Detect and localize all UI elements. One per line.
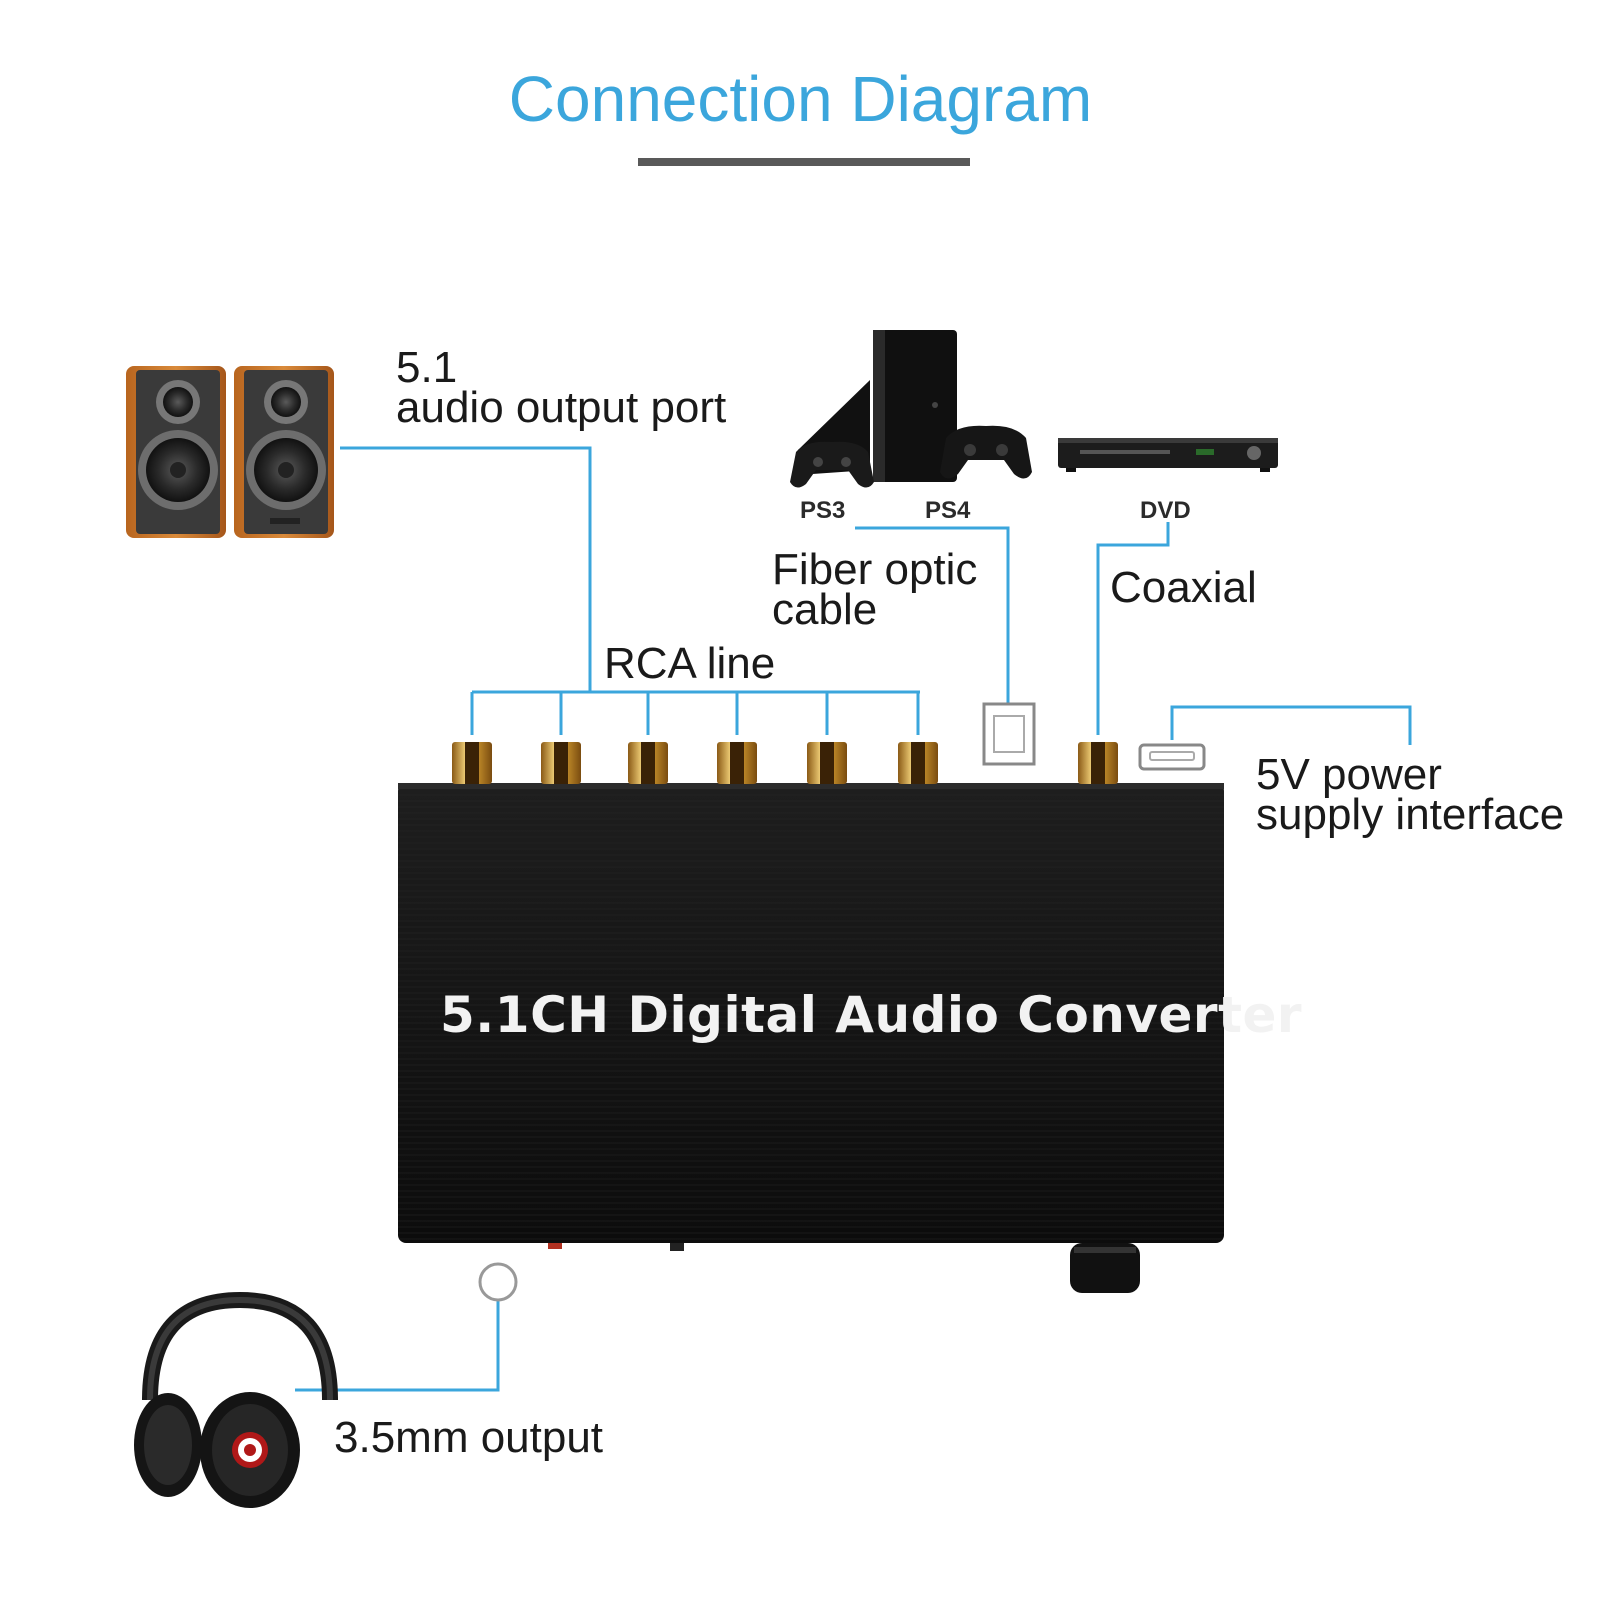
fiber-optic-label-line2: cable <box>772 585 878 634</box>
dvd-player-icon <box>1058 438 1278 472</box>
speaker-connection-line <box>340 446 592 692</box>
game-console-icon <box>790 330 1032 488</box>
headphone-connection-line <box>295 1298 500 1392</box>
ps3-label: PS3 <box>800 497 845 524</box>
coaxial-connection-line <box>1096 522 1170 735</box>
coaxial-connector <box>1078 742 1118 784</box>
connection-lines <box>295 446 1412 1392</box>
power-led <box>548 1243 562 1249</box>
fiber-connection-line <box>855 526 1010 722</box>
rca-connector-3 <box>628 742 668 784</box>
title-underline <box>638 158 970 166</box>
rca-line-label: RCA line <box>604 639 776 688</box>
power-port <box>1138 743 1206 771</box>
fiber-optic-label: Fiber optic cable <box>772 545 978 634</box>
ps4-label: PS4 <box>925 497 971 524</box>
audio-output-label-line2: audio output port <box>396 383 727 432</box>
device-name-label: 5.1CH Digital Audio Converter <box>440 986 1303 1044</box>
volume-knob <box>1070 1243 1140 1293</box>
power-connection-line <box>1170 705 1412 745</box>
converter-device-body <box>398 783 1224 1251</box>
speakers-icon <box>126 366 334 538</box>
optical-port <box>982 702 1036 766</box>
rca-connector-1 <box>452 742 492 784</box>
power-supply-label: 5V power supply interface <box>1256 750 1565 839</box>
coaxial-label: Coaxial <box>1110 563 1257 612</box>
rca-connector-5 <box>807 742 847 784</box>
audio-output-label-line1: 5.1 <box>396 343 458 392</box>
headphones-icon <box>134 1291 338 1508</box>
mode-switch <box>670 1243 684 1251</box>
headphone-jack <box>478 1262 518 1302</box>
dvd-label: DVD <box>1140 497 1191 524</box>
power-supply-label-line1: 5V power <box>1256 750 1442 799</box>
rca-connector-2 <box>541 742 581 784</box>
rca-connectors <box>452 742 1118 784</box>
fiber-optic-label-line1: Fiber optic <box>772 545 978 594</box>
power-supply-label-line2: supply interface <box>1256 790 1565 839</box>
page-title: Connection Diagram <box>508 63 1093 135</box>
rca-connector-6 <box>898 742 938 784</box>
audio-output-label: 5.1 audio output port <box>396 343 727 432</box>
headphone-output-label: 3.5mm output <box>334 1413 604 1462</box>
rca-connector-4 <box>717 742 757 784</box>
